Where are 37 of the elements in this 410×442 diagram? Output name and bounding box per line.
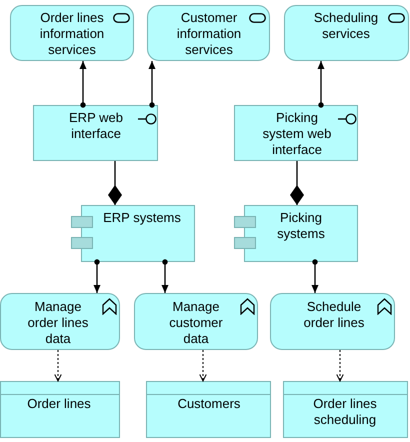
- node-label: ERP systems: [102, 210, 182, 226]
- node-label: Schedule order lines: [302, 299, 366, 331]
- interface-box: [234, 105, 358, 161]
- service-box: [10, 5, 134, 61]
- node-label: ERP web interface: [68, 110, 124, 142]
- arrow: [148, 61, 156, 108]
- data-object-box: [283, 381, 408, 438]
- data-object-box: [0, 381, 120, 438]
- node-label: Customers: [176, 396, 242, 412]
- dashed-arrow: [336, 350, 344, 382]
- arrow: [94, 259, 100, 293]
- data-object-box: [146, 381, 271, 438]
- dashed-arrow: [199, 350, 207, 382]
- arrow: [318, 61, 324, 108]
- component-box: [234, 205, 358, 262]
- node-label: Order lines: [26, 396, 92, 412]
- service-box: [147, 5, 270, 61]
- arrow: [80, 61, 86, 108]
- component-box: [71, 205, 195, 262]
- service-box: [284, 5, 409, 61]
- function-box: [0, 293, 120, 350]
- diamond-line: [290, 161, 304, 205]
- node-label: Manage order lines data: [26, 299, 90, 347]
- node-label: Manage customer data: [168, 299, 224, 347]
- arrow: [162, 259, 168, 293]
- node-label: Customer information services: [176, 10, 242, 58]
- node-label: Picking systems: [276, 210, 326, 242]
- interface-box: [33, 105, 158, 161]
- diamond-line: [108, 161, 122, 205]
- node-label: Order lines information services: [38, 10, 106, 58]
- arrow: [312, 259, 318, 293]
- function-box: [270, 293, 395, 350]
- function-box: [134, 293, 258, 350]
- node-label: Order lines scheduling: [312, 396, 378, 428]
- node-label: Scheduling services: [312, 10, 380, 42]
- dashed-arrow: [54, 350, 62, 382]
- node-label: Picking system web interface: [262, 110, 332, 158]
